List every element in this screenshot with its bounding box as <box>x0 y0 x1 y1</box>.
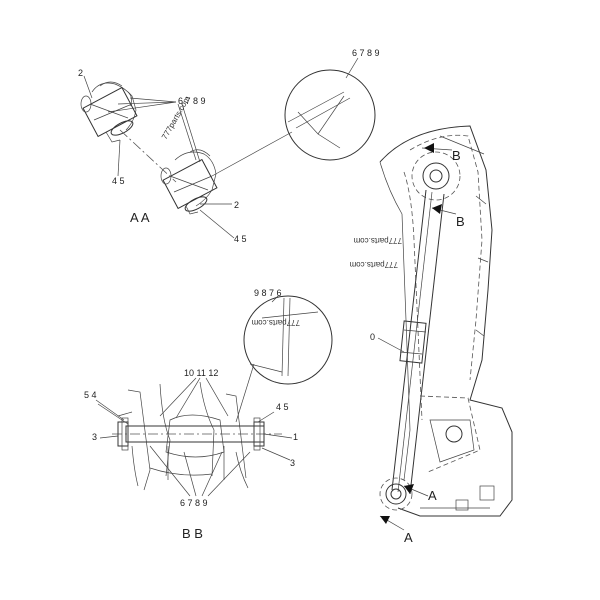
aa-label-45-left: 4 5 <box>112 176 125 186</box>
arm-label-0: 0 <box>370 332 375 342</box>
aa-label-2-top: 2 <box>78 68 83 78</box>
arrow-b-lower-label: B <box>456 214 465 229</box>
bb-label-3-right: 3 <box>290 458 295 468</box>
bb-label-54: 5 4 <box>84 390 97 400</box>
bb-section-title: B B <box>182 526 203 541</box>
section-bb-view: 10 11 12 5 4 4 5 3 1 3 6 7 8 9 B B <box>84 368 298 541</box>
bb-label-45: 4 5 <box>276 402 289 412</box>
bb-label-1: 1 <box>293 432 298 442</box>
aa-label-45-right: 4 5 <box>234 234 247 244</box>
bb-label-10-11-12: 10 11 12 <box>184 368 218 378</box>
aa-label-6789-top: 6 7 8 9 <box>178 96 206 106</box>
detail-circle-bb: 9 8 7 6 777parts.com <box>235 288 333 423</box>
watermark-arm-1: 777parts.com <box>353 236 402 245</box>
aa-label-2-right: 2 <box>234 200 239 210</box>
detail-circle-aa: 6 7 8 9 <box>284 48 380 161</box>
section-aa-view: 2 6 7 8 9 4 5 2 4 5 A A 777parts.com <box>78 68 293 244</box>
watermark-arm-2: 777parts.com <box>349 260 398 269</box>
detail1-label-6789: 6 7 8 9 <box>352 48 380 58</box>
arm-assembly: 0 B B A A 777parts.com 777parts.com <box>349 125 513 545</box>
aa-section-title: A A <box>130 210 150 225</box>
bb-label-6789-bottom: 6 7 8 9 <box>180 498 208 508</box>
arrow-a-lower-label: A <box>404 530 413 545</box>
aa-lower-pin-assembly <box>160 149 218 215</box>
arrow-b-upper-label: B <box>452 148 461 163</box>
arrow-a-upper-label: A <box>428 488 437 503</box>
aa-upper-pin-assembly <box>80 81 138 143</box>
detail2-label-9876: 9 8 7 6 <box>254 288 282 298</box>
bb-label-3-left: 3 <box>92 432 97 442</box>
watermark-detail2: 777parts.com <box>251 318 300 327</box>
